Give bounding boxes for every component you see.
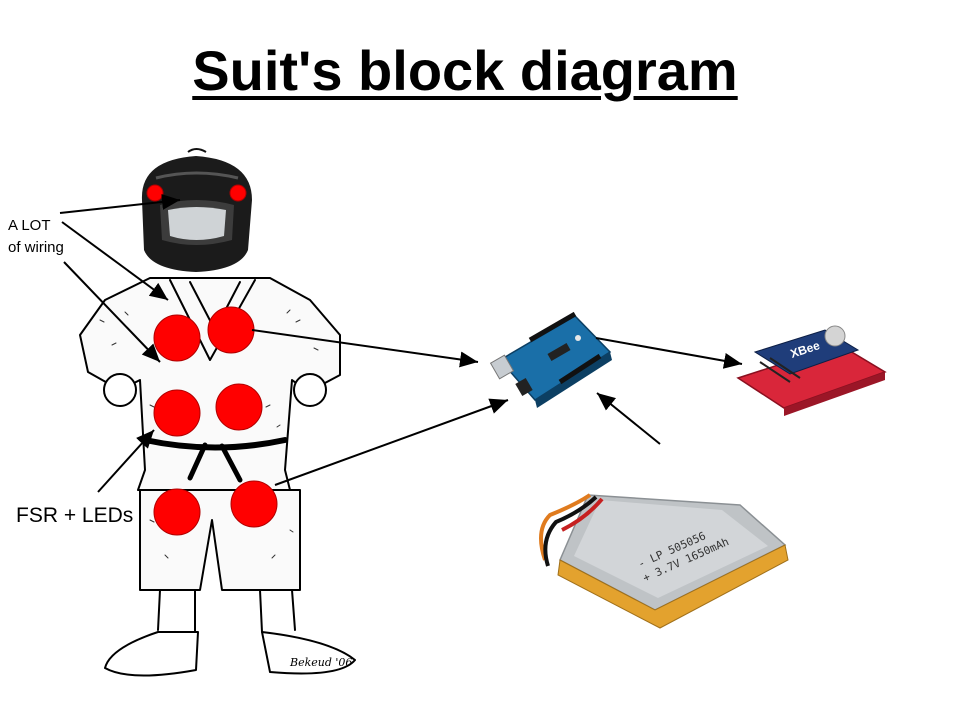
- arduino-board-image: [489, 311, 612, 408]
- page-title: Suit's block diagram: [192, 39, 738, 102]
- helmet-sensor-left: [146, 184, 164, 202]
- chest-sensor-left: [153, 314, 201, 362]
- wiring-label-line1: A LOT: [8, 217, 51, 234]
- arrow-battery-to-arduino: [596, 392, 661, 445]
- connection-arrows: [59, 193, 743, 493]
- sensor-dots: [146, 184, 278, 536]
- headgear-image: [141, 148, 252, 272]
- lipo-battery-image: - LP 505056 + 3.7V 1650mAh: [539, 493, 789, 629]
- xbee-module-image: XBee: [736, 325, 887, 416]
- abdomen-sensor-right: [215, 383, 263, 431]
- arrow-wiring-to-helmet: [59, 193, 181, 214]
- arrow-wiring-to-chest: [61, 221, 169, 301]
- chest-sensor-right: [207, 306, 255, 354]
- wiring-label: A LOT of wiring: [8, 215, 64, 259]
- helmet-sensor-right: [229, 184, 247, 202]
- fsr-leds-label: FSR + LEDs: [16, 504, 134, 527]
- arrow-suit-to-arduino-upper: [251, 329, 479, 368]
- arrow-suit-to-arduino-lower: [274, 398, 509, 486]
- arrow-fsr-to-suit: [97, 429, 155, 493]
- wiring-label-line2: of wiring: [8, 239, 64, 256]
- figure-signature: Bekeud '06: [289, 656, 352, 669]
- arrow-wiring-to-abdomen: [63, 261, 161, 363]
- arrow-arduino-to-xbee: [595, 337, 743, 369]
- thigh-sensor-right: [230, 480, 278, 528]
- thigh-sensor-left: [153, 488, 201, 536]
- abdomen-sensor-left: [153, 389, 201, 437]
